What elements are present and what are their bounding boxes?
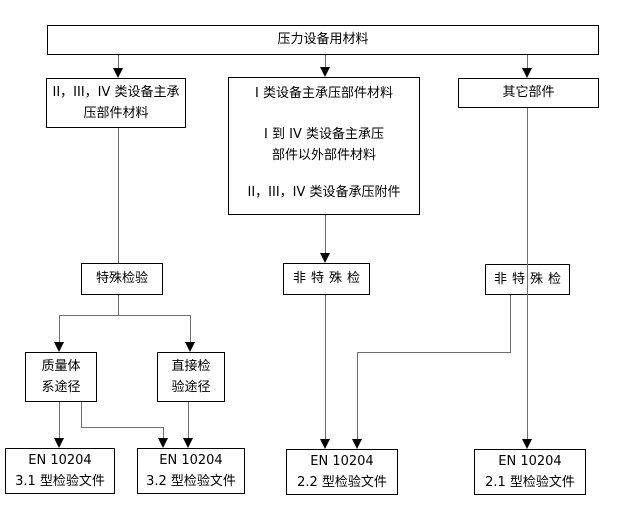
node-label-line3: 部件以外部件材料 (271, 148, 376, 163)
connector-quality-to-en32-horizontal (81, 427, 164, 428)
node-label-line1: EN 10204 (159, 453, 223, 468)
node-label-line2: I 到 IV 类设备主承压 (264, 127, 384, 142)
node-label: 非特殊检 (493, 271, 566, 287)
node-class-2-3-4-main-pressure-parts: II，III，IV 类设备主承 压部件材料 (46, 78, 186, 128)
node-label-line1: EN 10204 (310, 454, 374, 469)
connector-root-to-other-parts (527, 55, 528, 69)
node-label-line2: 2.1 型检验文件 (485, 475, 575, 490)
node-label: 特殊检验 (95, 271, 148, 286)
node-label-line2: 2.2 型检验文件 (297, 475, 387, 490)
node-label: 非特殊检 (292, 271, 365, 286)
node-label-line2: 系途径 (41, 380, 81, 395)
arrowhead-icon (158, 438, 168, 448)
connector-class234-to-special (118, 128, 119, 263)
connector-special-split-horizontal (59, 315, 191, 316)
node-label-line2: 3.2 型检验文件 (146, 474, 236, 489)
arrowhead-icon (320, 67, 330, 77)
node-label-line1: 直接检 (171, 359, 211, 374)
connector-class1group-to-nonspecial (325, 215, 326, 253)
node-quality-system-route: 质量体 系途径 (25, 352, 97, 402)
arrowhead-icon (54, 342, 64, 352)
node-pressure-equipment-materials: 压力设备用材料 (47, 25, 599, 55)
node-label-line2: 验途径 (171, 380, 211, 395)
connector-special-down (118, 295, 119, 315)
node-label-line1: EN 10204 (28, 453, 92, 468)
connector-root-to-class234 (118, 55, 119, 69)
arrowhead-icon (320, 253, 330, 263)
node-label-line2: 3.1 型检验文件 (15, 474, 105, 489)
connector-nonspecial-right-horizontal (357, 352, 511, 353)
node-label-line1: I 类设备主承压部件材料 (255, 86, 393, 101)
arrowhead-icon (522, 439, 532, 449)
node-label-line2: 压部件材料 (83, 106, 149, 121)
connector-split-to-direct (190, 315, 191, 343)
arrowhead-icon (183, 438, 193, 448)
node-direct-inspection-route: 直接检 验途径 (157, 352, 225, 402)
node-non-special-inspection-mid: 非特殊检 (283, 263, 370, 295)
arrowhead-icon (320, 439, 330, 449)
node-en10204-3-2-document: EN 10204 3.2 型检验文件 (137, 448, 245, 494)
connector-nonspecial-right-down (510, 295, 511, 352)
connector-other-parts-to-en21 (527, 108, 528, 439)
arrowhead-icon (54, 438, 64, 448)
node-label: 压力设备用材料 (277, 32, 369, 47)
node-en10204-3-1-document: EN 10204 3.1 型检验文件 (5, 448, 115, 494)
connector-split-to-quality (59, 315, 60, 343)
arrowhead-icon (522, 68, 532, 78)
node-label-line1: II，III，IV 类设备主承 (52, 85, 180, 100)
node-label-line1: EN 10204 (498, 454, 562, 469)
node-special-inspection: 特殊检验 (81, 263, 163, 295)
arrowhead-icon (352, 439, 362, 449)
connector-root-to-class1group (325, 55, 326, 68)
node-label-line4: II，III，IV 类设备承压附件 (247, 185, 401, 200)
node-label-line1: 质量体 (41, 359, 81, 374)
node-class-1-and-other-materials: I 类设备主承压部件材料 I 到 IV 类设备主承压 部件以外部件材料 II，I… (228, 77, 420, 215)
connector-nonspecial-mid-to-en22 (325, 295, 326, 439)
node-en10204-2-2-document: EN 10204 2.2 型检验文件 (286, 449, 398, 495)
connector-quality-to-en32-down (81, 402, 82, 427)
connector-quality-to-en31 (59, 402, 60, 439)
arrowhead-icon (185, 342, 195, 352)
connector-quality-to-en32-drop (163, 427, 164, 439)
connector-direct-to-en32 (188, 402, 189, 439)
node-en10204-2-1-document: EN 10204 2.1 型检验文件 (474, 449, 586, 495)
node-label: 其它部件 (502, 85, 555, 100)
node-other-parts: 其它部件 (458, 78, 599, 108)
arrowhead-icon (113, 68, 123, 78)
connector-nonspecial-right-to-en22 (357, 352, 358, 439)
